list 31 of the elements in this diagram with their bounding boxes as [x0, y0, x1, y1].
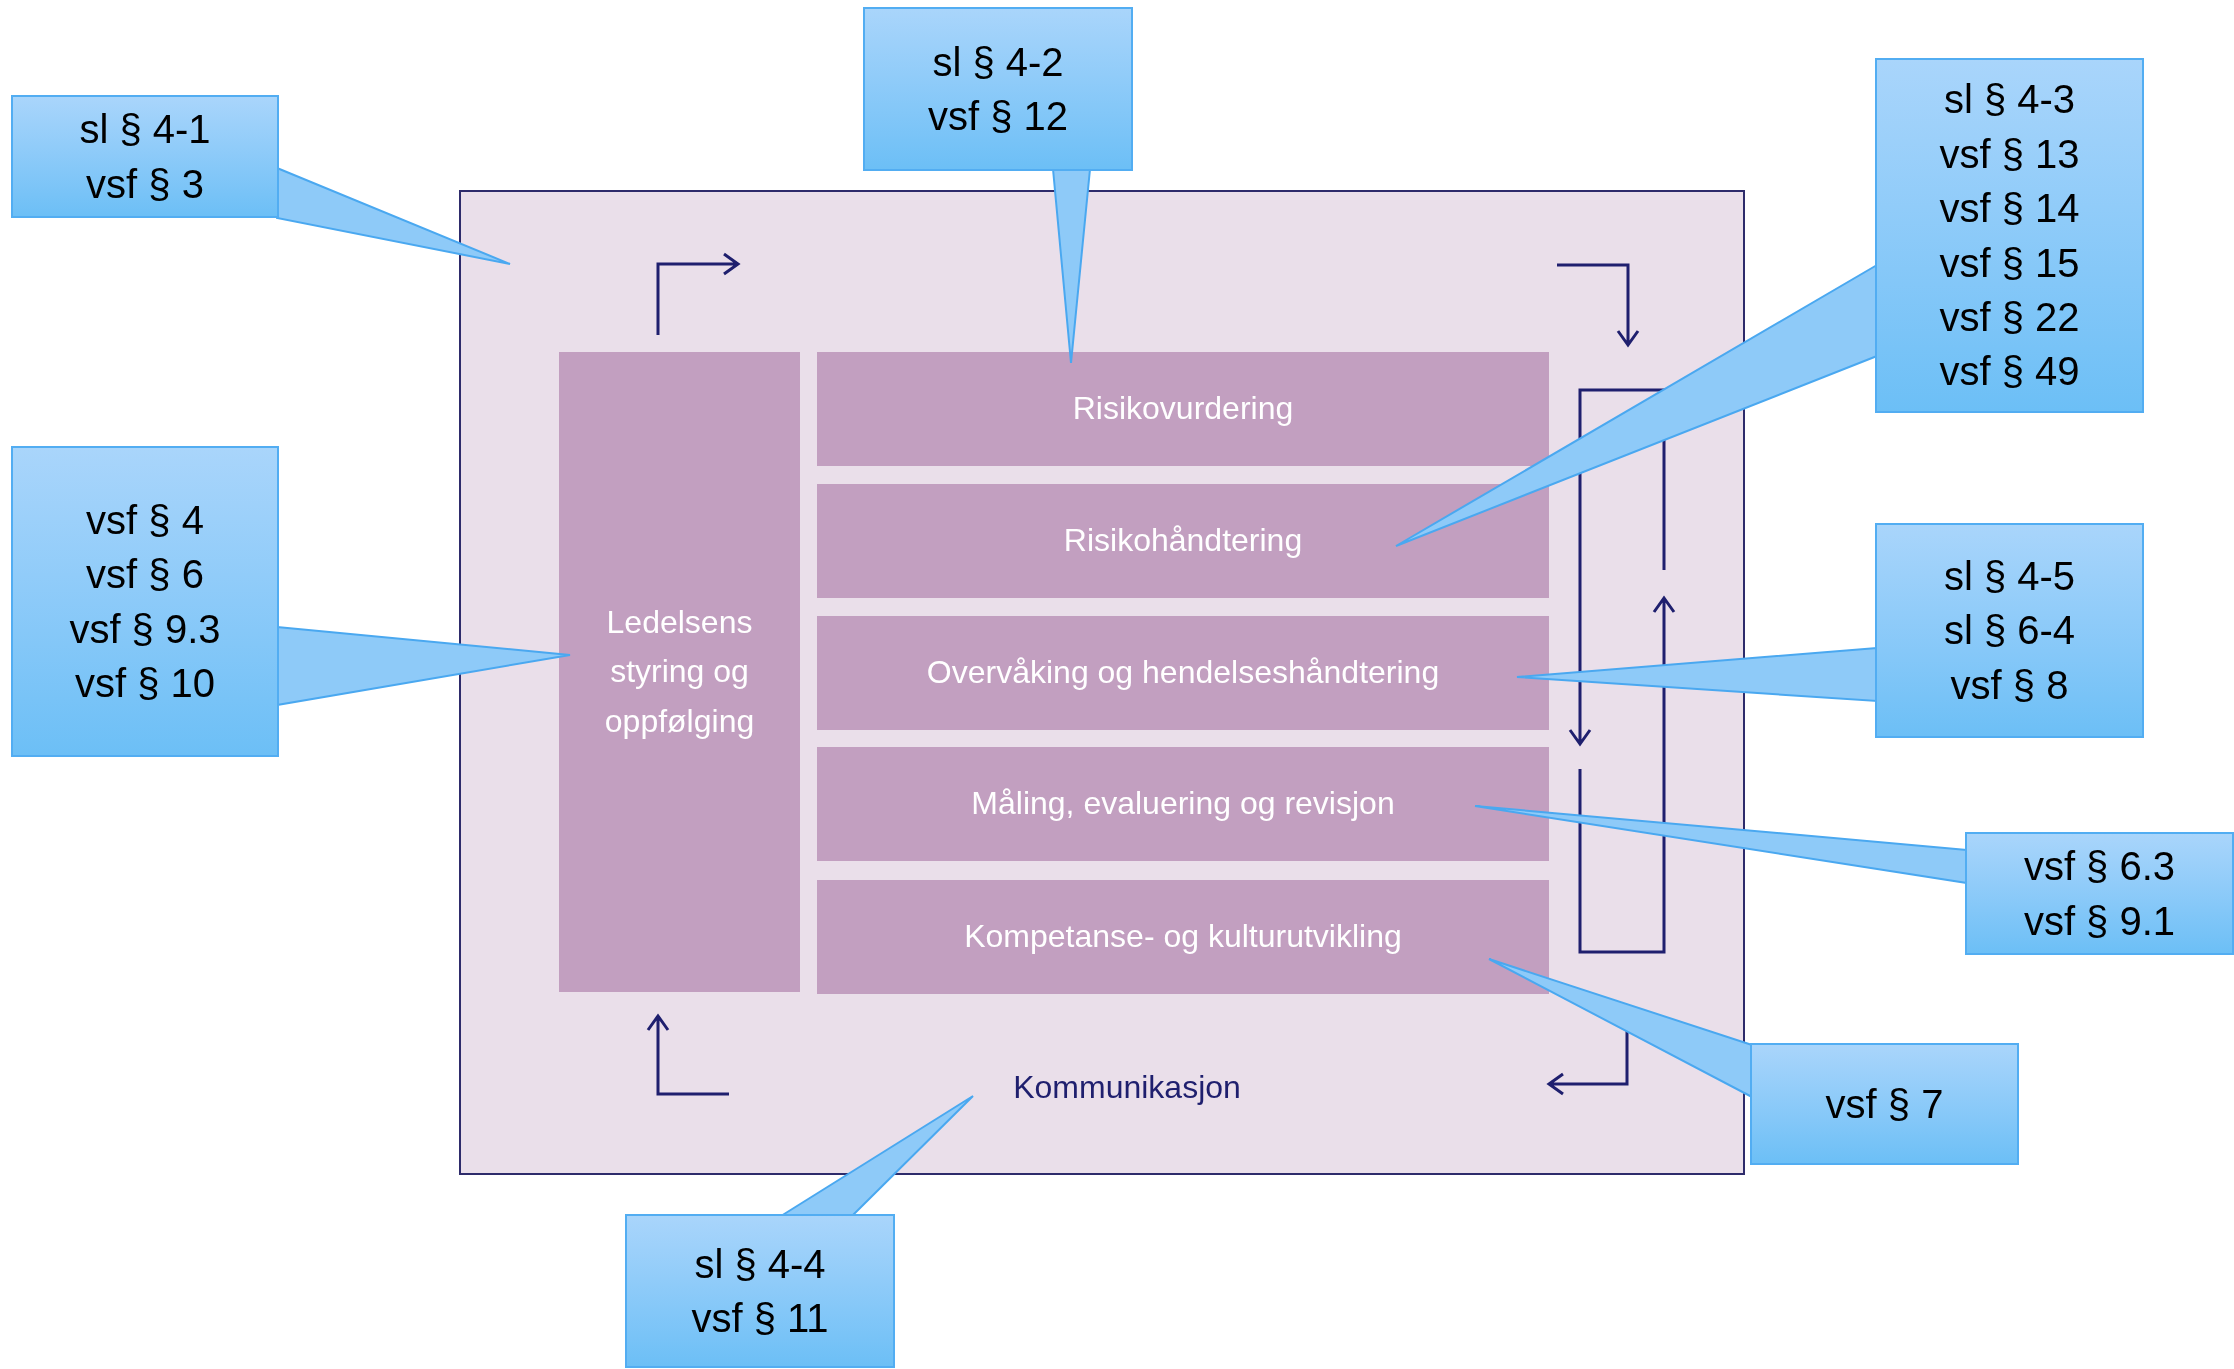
callout-text: sl § 4-4 vsf § 11	[690, 1240, 830, 1342]
callout-box	[11, 95, 279, 218]
callout-text: vsf § 4 vsf § 6 vsf § 9.3 vsf § 10	[68, 496, 222, 707]
callout-pointer	[1488, 958, 1753, 1099]
callout-text: vsf § 7	[1824, 1080, 1945, 1128]
process-box: Måling, evaluering og revisjon	[817, 747, 1549, 861]
text-label: Kommunikasjon	[977, 1062, 1277, 1112]
callout-text: sl § 4-5 sl § 6-4 vsf § 8	[1942, 552, 2077, 709]
callout-box	[1750, 1043, 2019, 1165]
callout-pointer	[1474, 805, 1968, 885]
process-box: Overvåking og hendelseshåndtering	[817, 616, 1549, 730]
process-box: Risikohåndtering	[817, 484, 1549, 598]
callout-box	[1875, 523, 2144, 738]
process-box: Kompetanse- og kulturutvikling	[817, 880, 1549, 994]
callout-box	[11, 446, 279, 757]
callout-pointer	[1516, 646, 1878, 703]
callout-pointer	[1051, 168, 1092, 364]
callout-text: vsf § 6.3 vsf § 9.1	[2022, 843, 2177, 945]
callout-text: sl § 4-3 vsf § 13 vsf § 14 vsf § 15 vsf § 22 vsf § 49	[1938, 76, 2081, 396]
callout-box	[1965, 832, 2234, 955]
callout-text: sl § 4-2 vsf § 12	[926, 38, 1070, 140]
process-box: Ledelsens styring og oppfølging	[559, 352, 800, 992]
callout-pointer	[1395, 263, 1878, 547]
frame-box	[459, 190, 1745, 1175]
callout-text: sl § 4-1 vsf § 3	[78, 106, 212, 208]
process-box: Risikovurdering	[817, 352, 1549, 466]
callout-box	[625, 1214, 895, 1368]
callout-pointer	[276, 625, 571, 707]
callout-box	[1875, 58, 2144, 413]
callout-pointer	[276, 166, 511, 265]
callout-box	[863, 7, 1133, 171]
